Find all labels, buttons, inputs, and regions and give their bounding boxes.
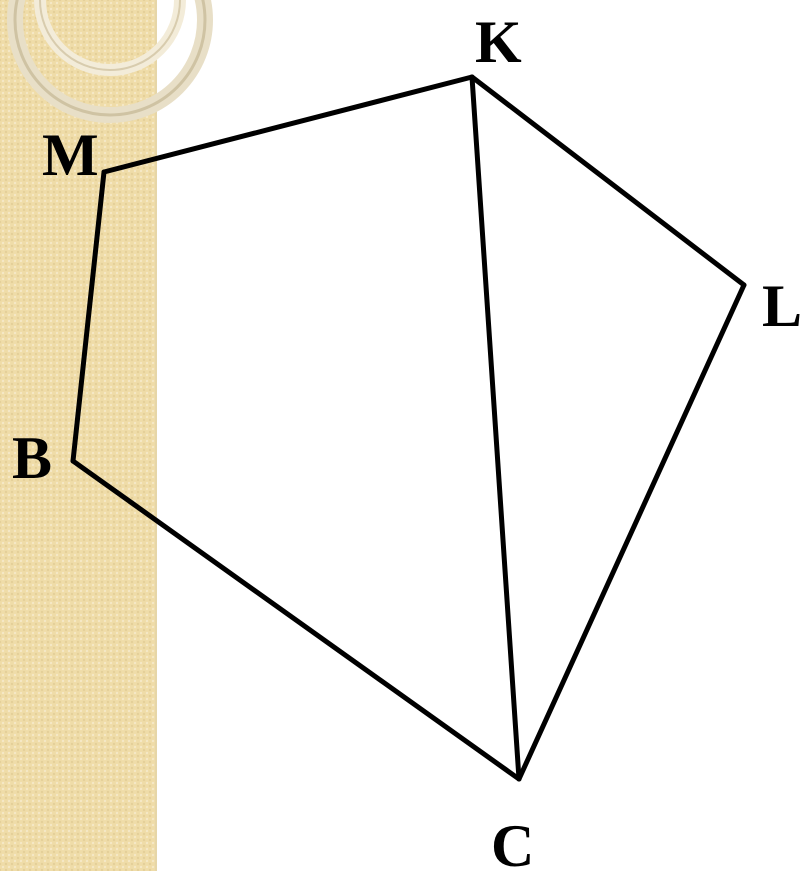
- edge-CB: [70, 458, 522, 782]
- decorative-side-band: [0, 0, 157, 871]
- decorative-ring-inner: [34, 0, 186, 76]
- decorative-rings: [7, 0, 213, 123]
- decorative-ring-inner-edge: [39, 0, 181, 71]
- edge-MK: [101, 74, 475, 175]
- decorative-ring-outer-edge: [13, 0, 207, 117]
- vertex-label-M: M: [42, 122, 99, 188]
- vertex-label-B: B: [12, 425, 52, 491]
- diagonal-KC: [469, 74, 522, 782]
- vertex-label-C: C: [491, 813, 534, 871]
- side-band-edge: [155, 0, 157, 871]
- vertex-label-K: K: [475, 9, 522, 75]
- edge-BM: [70, 169, 107, 464]
- vertex-label-L: L: [762, 273, 802, 339]
- edge-LC: [516, 282, 747, 782]
- edge-KL: [469, 74, 747, 288]
